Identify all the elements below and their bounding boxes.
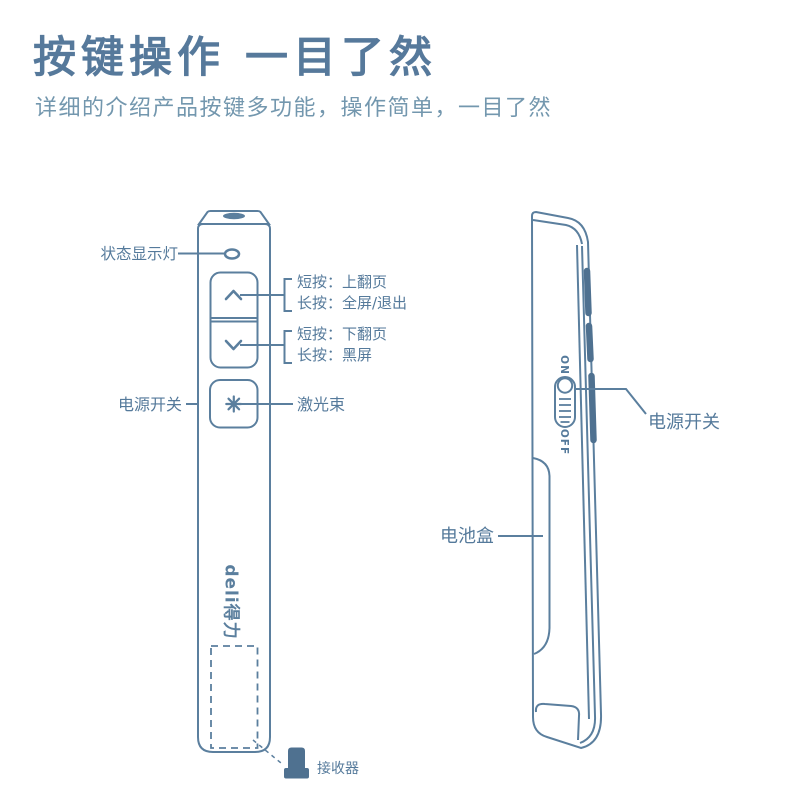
battery-door [532, 457, 551, 655]
laser-aperture-icon [223, 212, 245, 220]
receiver-slot-dashed [210, 645, 259, 749]
down-long-press-label: 长按：黑屏 [297, 346, 373, 364]
page-title: 按键操作 一目了然 [33, 33, 437, 83]
page-up-down-buttons [209, 271, 259, 369]
status-light-label: 状态显示灯 [100, 245, 178, 263]
switch-off-label: OFF [558, 428, 570, 456]
side-remote-outline [530, 210, 603, 750]
battery-box-label: 电池盒 [440, 526, 494, 547]
up-short-press-label: 短按：上翻页 [297, 273, 388, 291]
power-switch-label-front: 电源开关 [118, 395, 183, 414]
power-switch-label-side: 电源开关 [648, 412, 720, 433]
usb-receiver-icon [284, 747, 309, 779]
receiver-dashed-line [252, 739, 282, 764]
receiver-label: 接收器 [317, 761, 359, 777]
front-remote-outline [197, 210, 271, 753]
down-button-callout: 短按：下翻页 长按：黑屏 [297, 324, 387, 366]
bracket-down [283, 330, 292, 364]
power-slider-icon [554, 376, 576, 428]
laser-beam-label: 激光束 [297, 395, 346, 414]
laser-star-icon [225, 395, 243, 413]
chevron-up-icon [224, 289, 243, 301]
front-callout-lines [178, 252, 293, 764]
side-buttons-icon [583, 267, 597, 444]
switch-on-label: ON [558, 355, 570, 375]
up-button-callout: 短按：上翻页 长按：全屏/退出 [297, 272, 407, 314]
bracket-up [283, 278, 292, 312]
up-long-press-label: 长按：全屏/退出 [297, 294, 408, 312]
chevron-down-icon [224, 339, 243, 351]
brand-logo: deli得力 [220, 564, 241, 640]
side-callout-lines [498, 388, 647, 537]
page-subtitle: 详细的介绍产品按键多功能，操作简单，一目了然 [35, 96, 553, 121]
down-short-press-label: 短按：下翻页 [297, 325, 388, 343]
